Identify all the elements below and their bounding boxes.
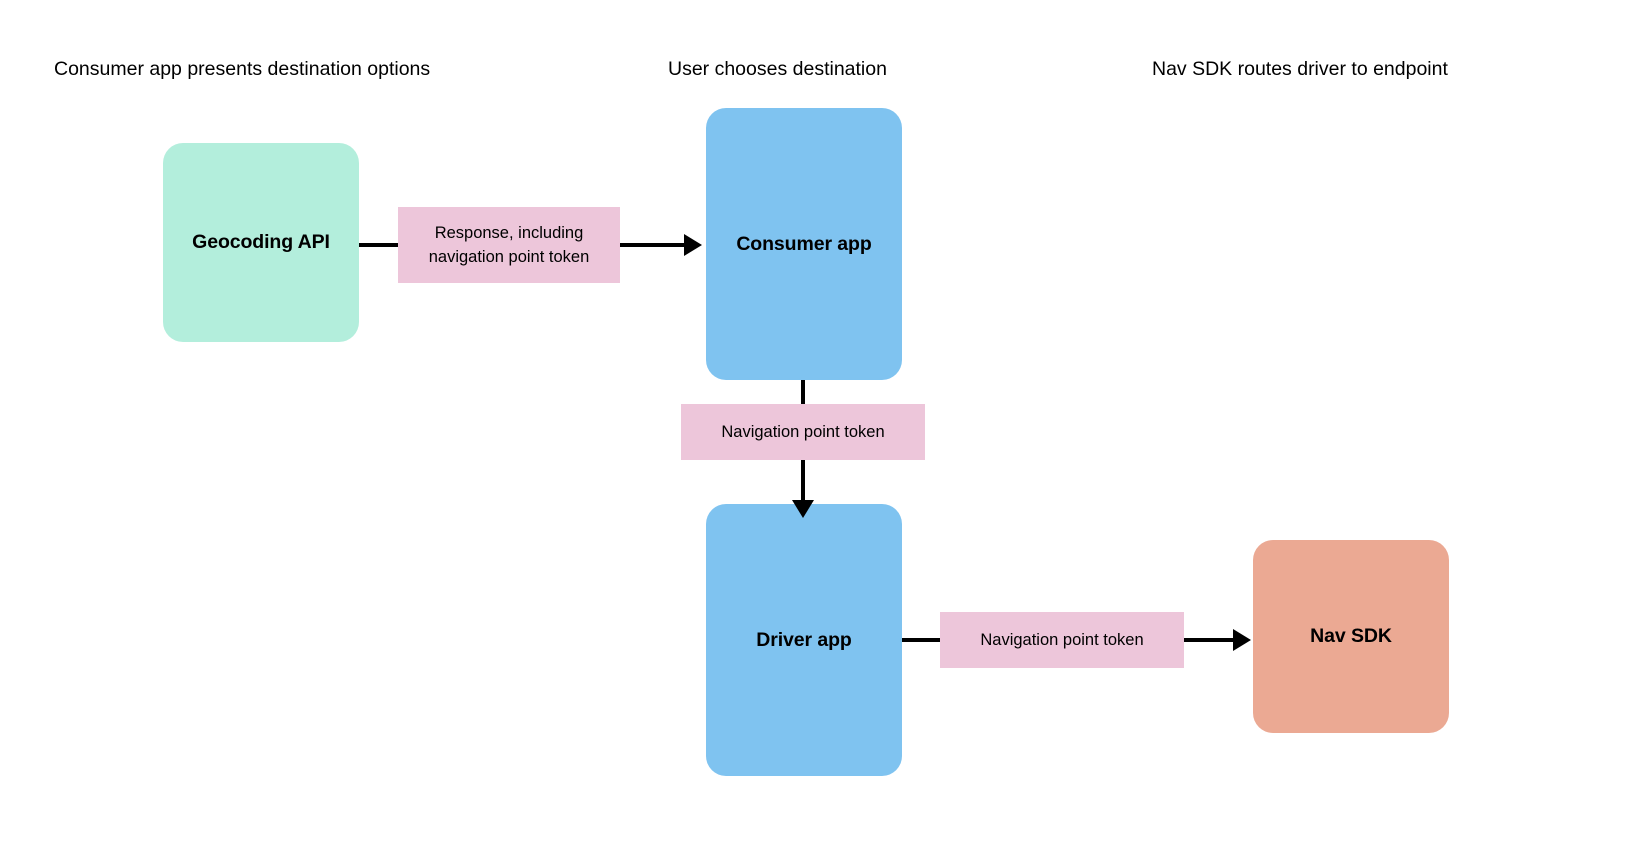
node-consumer-app[interactable]: Consumer app (706, 108, 902, 380)
node-label-driver-app: Driver app (756, 628, 852, 651)
column-header-consumer-app: Consumer app presents destination option… (54, 58, 431, 80)
node-label-consumer-app: Consumer app (736, 232, 872, 255)
edge-label-text-geocoding-to-consumer: Response, including navigation point tok… (428, 224, 590, 266)
edge-label-text-driver-to-navsdk: Navigation point token (980, 631, 1144, 649)
column-header-user-chooses-destination: User chooses destination (668, 58, 887, 80)
edge-label-navigation-point-token-consumer-to-driver: Navigation point token (681, 404, 925, 460)
node-geocoding-api[interactable]: Geocoding API (163, 143, 359, 342)
column-header-nav-sdk-routes: Nav SDK routes driver to endpoint (1152, 58, 1448, 80)
connector-label-to-consumer (620, 243, 685, 247)
connector-geocoding-to-label (359, 243, 419, 247)
arrowhead-to-nav-sdk (1233, 629, 1251, 651)
node-driver-app[interactable]: Driver app (706, 504, 902, 776)
node-nav-sdk[interactable]: Nav SDK (1253, 540, 1449, 733)
arrowhead-to-consumer-app (684, 234, 702, 256)
connector-label-to-driver (801, 460, 805, 502)
connector-label-to-navsdk (1184, 638, 1234, 642)
connector-driver-to-label (902, 638, 941, 642)
edge-label-response-including-navigation-point-token: Response, including navigation point tok… (398, 207, 620, 283)
edge-label-navigation-point-token-driver-to-navsdk: Navigation point token (940, 612, 1184, 668)
edge-label-text-consumer-to-driver: Navigation point token (721, 423, 885, 441)
node-label-geocoding-api: Geocoding API (192, 231, 330, 253)
node-label-nav-sdk: Nav SDK (1310, 625, 1392, 647)
arrowhead-to-driver-app (792, 500, 814, 518)
connector-consumer-to-label (801, 380, 805, 406)
